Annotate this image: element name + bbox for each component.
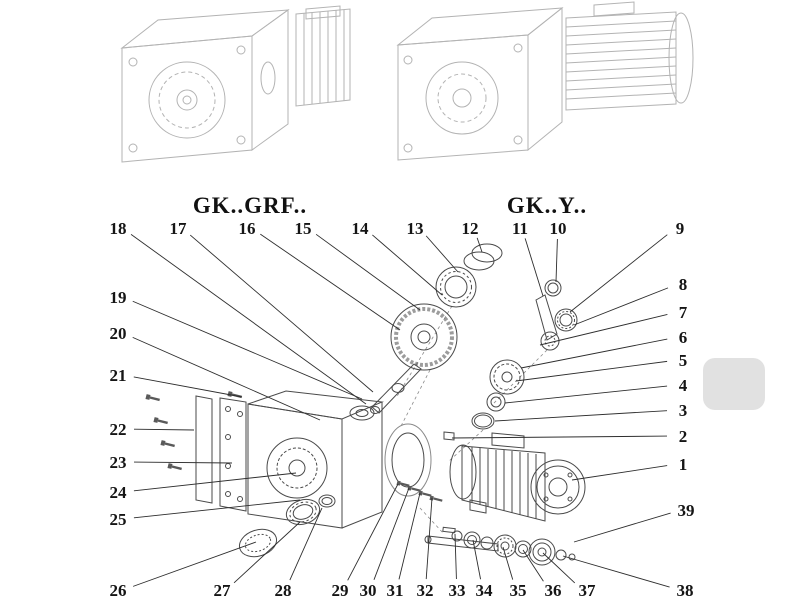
callout-number-34: 34 xyxy=(476,581,494,600)
input-gear-stack xyxy=(370,243,503,414)
gearbox-grf-drawing xyxy=(120,5,351,163)
callout-line-32 xyxy=(425,497,433,580)
callout-number-11: 11 xyxy=(512,219,528,238)
callout-line-26 xyxy=(132,541,257,587)
callout-number-32: 32 xyxy=(417,581,434,600)
callout-line-1 xyxy=(571,465,668,481)
callout-number-6: 6 xyxy=(679,328,688,347)
callout-number-21: 21 xyxy=(110,366,127,385)
motor-drawing xyxy=(449,432,586,522)
flange-bolts xyxy=(145,391,242,471)
callout-line-5 xyxy=(515,360,668,382)
callout-line-10 xyxy=(555,238,558,283)
callout-number-29: 29 xyxy=(332,581,349,600)
callout-number-20: 20 xyxy=(110,324,127,343)
callout-line-36 xyxy=(522,549,544,582)
exploded-view xyxy=(145,243,586,566)
callout-number-27: 27 xyxy=(214,581,232,600)
callout-number-19: 19 xyxy=(110,288,127,307)
callout-number-5: 5 xyxy=(679,351,688,370)
callout-number-14: 14 xyxy=(352,219,370,238)
callout-line-22 xyxy=(133,428,195,431)
assembled-motor xyxy=(565,1,694,111)
callout-number-35: 35 xyxy=(510,581,527,600)
callout-number-18: 18 xyxy=(110,219,127,238)
callout-number-24: 24 xyxy=(110,483,128,502)
callout-line-12 xyxy=(476,237,483,253)
bevel-pinion-stack xyxy=(471,279,578,430)
callout-line-24 xyxy=(133,472,297,492)
output-shaft-assembly xyxy=(424,526,576,566)
callout-layer: 1234567891011121314151617181920212223242… xyxy=(110,219,695,600)
callout-line-9 xyxy=(569,234,668,313)
callout-line-14 xyxy=(372,234,443,296)
callout-line-13 xyxy=(425,235,459,273)
callout-number-8: 8 xyxy=(679,275,688,294)
callout-line-16 xyxy=(260,233,401,331)
callout-number-1: 1 xyxy=(679,455,688,474)
callout-number-31: 31 xyxy=(387,581,404,600)
callout-number-4: 4 xyxy=(679,376,688,395)
housing xyxy=(195,390,455,529)
callout-number-39: 39 xyxy=(678,501,695,520)
callout-line-37 xyxy=(542,552,576,584)
callout-line-19 xyxy=(132,300,363,400)
callout-line-31 xyxy=(398,492,421,580)
callout-number-12: 12 xyxy=(462,219,479,238)
callout-number-9: 9 xyxy=(676,219,685,238)
callout-line-7 xyxy=(539,314,668,346)
callout-number-23: 23 xyxy=(110,453,127,472)
callout-number-2: 2 xyxy=(679,427,688,446)
callout-line-28 xyxy=(289,507,323,581)
callout-number-30: 30 xyxy=(360,581,377,600)
callout-line-18 xyxy=(130,234,367,405)
callout-line-29 xyxy=(347,483,399,581)
callout-number-28: 28 xyxy=(275,581,292,600)
model-title-y: GK..Y.. xyxy=(507,193,587,218)
callout-line-21 xyxy=(133,376,243,398)
callout-line-4 xyxy=(504,385,668,404)
callout-number-13: 13 xyxy=(407,219,424,238)
callout-line-34 xyxy=(472,539,482,580)
callout-number-36: 36 xyxy=(545,581,562,600)
callout-line-30 xyxy=(373,487,410,580)
callout-line-33 xyxy=(454,533,457,580)
watermark xyxy=(703,358,765,410)
mounting-bolts xyxy=(396,480,443,502)
callout-line-23 xyxy=(133,461,233,464)
seal-bearing-group xyxy=(238,494,336,558)
callout-number-16: 16 xyxy=(239,219,256,238)
callout-line-3 xyxy=(494,410,668,422)
callout-line-25 xyxy=(133,499,301,519)
callout-line-2 xyxy=(451,435,668,439)
callout-line-35 xyxy=(502,546,514,580)
callout-number-25: 25 xyxy=(110,510,127,529)
callout-line-15 xyxy=(315,233,421,311)
callout-line-17 xyxy=(189,234,374,393)
callout-number-3: 3 xyxy=(679,401,688,420)
callout-line-20 xyxy=(132,336,321,421)
callout-line-27 xyxy=(233,521,301,584)
callout-number-37: 37 xyxy=(579,581,597,600)
gearbox-y-drawing xyxy=(396,1,694,161)
callout-line-8 xyxy=(573,287,669,326)
callout-number-26: 26 xyxy=(110,581,127,600)
callout-number-10: 10 xyxy=(550,219,567,238)
callout-line-39 xyxy=(573,512,671,543)
callout-number-38: 38 xyxy=(677,581,694,600)
callout-number-7: 7 xyxy=(679,303,688,322)
callout-line-38 xyxy=(562,555,670,588)
callout-number-17: 17 xyxy=(170,219,188,238)
callout-number-22: 22 xyxy=(110,420,127,439)
callout-number-33: 33 xyxy=(449,581,466,600)
callout-number-15: 15 xyxy=(295,219,312,238)
callout-line-6 xyxy=(520,338,668,369)
callout-line-11 xyxy=(524,238,544,297)
model-title-grf: GK..GRF.. xyxy=(193,193,307,218)
